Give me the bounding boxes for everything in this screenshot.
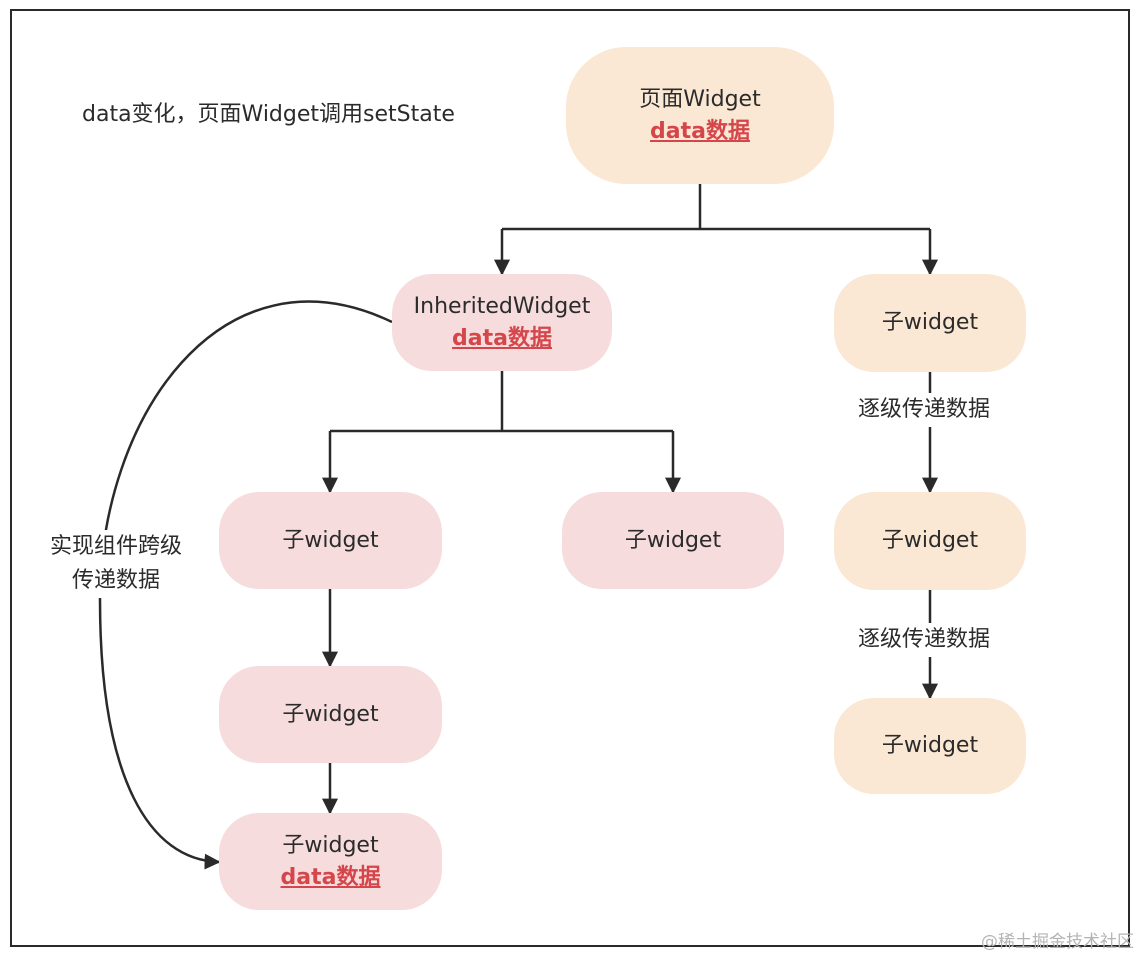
node-page-widget-data: data数据 bbox=[650, 118, 750, 144]
node-left-child-3-label: 子widget bbox=[282, 832, 379, 858]
node-left-child-2-label: 子widget bbox=[282, 701, 379, 727]
diagram-frame bbox=[10, 9, 1130, 947]
edge-label-step-pass-1: 逐级传递数据 bbox=[856, 393, 993, 427]
top-note: data变化，页面Widget调用setState bbox=[82, 102, 455, 127]
edge-label-step-pass-2: 逐级传递数据 bbox=[856, 623, 993, 657]
node-left-child-3-data: data数据 bbox=[280, 864, 381, 890]
node-left-child-2: 子widget bbox=[219, 666, 442, 763]
node-right-child-2: 子widget bbox=[834, 492, 1026, 590]
node-right-child-1: 子widget bbox=[834, 274, 1026, 372]
node-middle-child: 子widget bbox=[562, 492, 784, 589]
edge-label-cross-level-line2: 传递数据 bbox=[71, 568, 160, 593]
node-inherited-widget-data: data数据 bbox=[452, 325, 552, 351]
watermark: @稀土掘金技术社区 bbox=[981, 932, 1134, 952]
node-left-child-1-label: 子widget bbox=[282, 527, 379, 553]
node-right-child-1-label: 子widget bbox=[881, 310, 979, 335]
node-left-child-1: 子widget bbox=[219, 492, 442, 589]
node-page-widget: 页面Widget data数据 bbox=[566, 47, 834, 184]
edge-label-cross-level: 实现组件跨级 传递数据 bbox=[38, 530, 194, 598]
node-right-child-3: 子widget bbox=[834, 698, 1026, 794]
node-inherited-widget-label: InheritedWidget bbox=[413, 293, 591, 319]
edge-page-split bbox=[502, 184, 930, 231]
edge-label-cross-level-line1: 实现组件跨级 bbox=[49, 534, 182, 559]
node-left-child-3: 子widget data数据 bbox=[219, 813, 442, 910]
edge-inherited-split bbox=[330, 371, 673, 433]
node-inherited-widget: InheritedWidget data数据 bbox=[392, 274, 612, 371]
node-right-child-2-label: 子widget bbox=[881, 528, 979, 553]
node-right-child-3-label: 子widget bbox=[881, 733, 979, 758]
node-middle-child-label: 子widget bbox=[624, 527, 722, 553]
node-page-widget-label: 页面Widget bbox=[639, 86, 761, 112]
